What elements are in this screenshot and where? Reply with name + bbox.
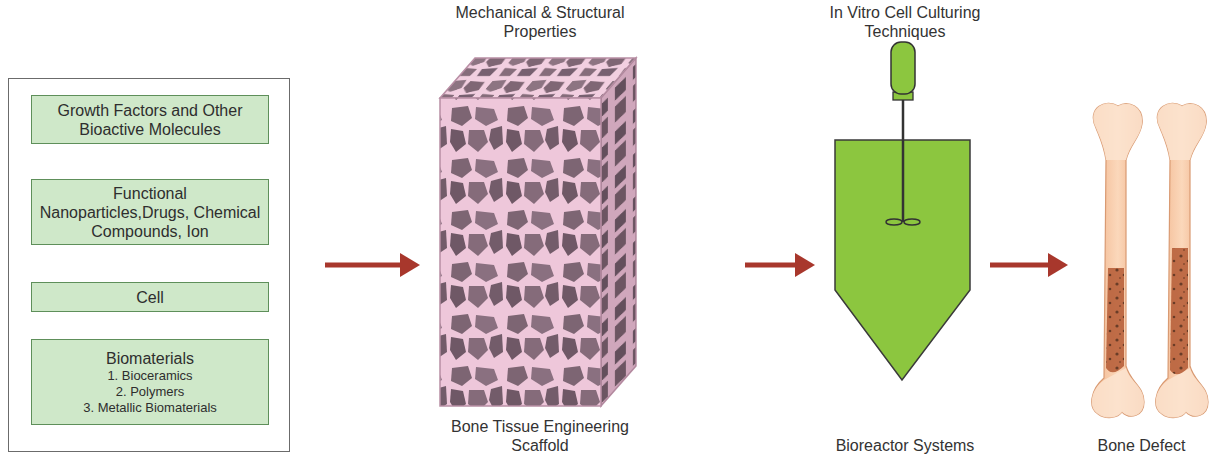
- node-sublabel: 3. Metallic Biomaterials: [83, 400, 217, 416]
- node-label: Functional Nanoparticles,Drugs, Chemical…: [38, 184, 262, 241]
- arrow-head: [1048, 253, 1068, 277]
- node-sublabel: Bone Tissue Engineering Scaffold: [450, 417, 630, 455]
- input-panel: Growth Factors and Other Bioactive Molec…: [8, 78, 290, 452]
- node-sublabel: 1. Bioceramics: [107, 368, 192, 384]
- node-label: Bone Defect: [1097, 436, 1185, 455]
- scaffold-stage: Mechanical & Structural PropertiesBone T…: [430, 3, 650, 455]
- flow-arrow: [325, 253, 420, 277]
- arrow-head: [795, 253, 815, 277]
- flow-arrow: [745, 253, 815, 277]
- node-label: Cell: [136, 288, 164, 307]
- component-box: Growth Factors and Other Bioactive Molec…: [31, 95, 269, 144]
- arrow-head: [400, 253, 420, 277]
- component-box: Functional Nanoparticles,Drugs, Chemical…: [31, 179, 269, 245]
- node-label: Growth Factors and Other Bioactive Molec…: [38, 101, 262, 139]
- component-box: Biomaterials1. Bioceramics2. Polymers3. …: [31, 339, 269, 425]
- flow-arrow: [990, 253, 1068, 277]
- component-box: Cell: [31, 282, 269, 312]
- node-label: Biomaterials: [106, 349, 194, 368]
- node-label: Mechanical & Structural Properties: [450, 3, 630, 41]
- arrow-shaft: [745, 263, 797, 268]
- bone-stage: Bone Defect: [1075, 3, 1208, 455]
- node-sublabel: 2. Polymers: [116, 384, 185, 400]
- arrow-shaft: [990, 263, 1050, 268]
- node-sublabel: Bioreactor Systems: [836, 436, 975, 455]
- arrow-shaft: [325, 263, 402, 268]
- node-label: In Vitro Cell Culturing Techniques: [820, 3, 990, 41]
- bioreactor-stage: In Vitro Cell Culturing TechniquesBiorea…: [820, 3, 990, 455]
